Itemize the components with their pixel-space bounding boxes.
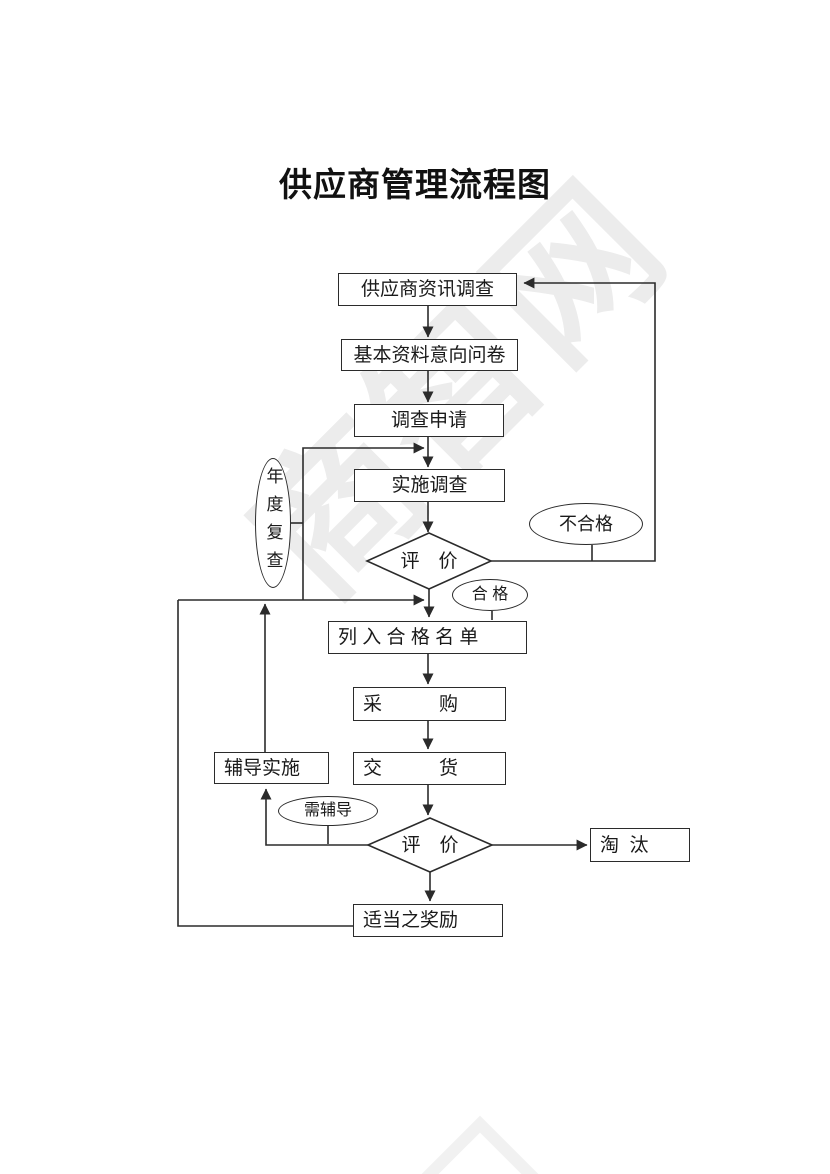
node-survey-implementation: 实施调查 <box>354 469 505 502</box>
node-survey-application: 调查申请 <box>354 404 504 437</box>
edge-eval2-to-guidance <box>260 788 368 846</box>
edge-reward-loop <box>177 600 353 927</box>
ellipse-qualified: 合 格 <box>452 579 528 611</box>
page-title: 供应商管理流程图 <box>279 166 551 203</box>
diamond-evaluation-1-shape <box>365 532 493 590</box>
node-purchase: 采 购 <box>353 687 506 721</box>
ellipse-unqualified: 不合格 <box>529 503 643 545</box>
diamond-evaluation-1-label: 评 价 <box>400 550 458 572</box>
diamond-evaluation-2-shape <box>365 817 495 873</box>
diamond-evaluation-2-label: 评 价 <box>401 834 459 856</box>
node-supplier-info-survey: 供应商资讯调查 <box>338 273 517 306</box>
annual-review-label: 年度复查 <box>263 467 283 579</box>
ellipse-annual-review: 年度复查 <box>255 458 291 588</box>
node-delivery: 交 货 <box>353 752 506 785</box>
edge-unqualified-loop <box>491 277 656 562</box>
node-guidance-implementation: 辅导实施 <box>214 752 329 784</box>
node-qualified-list: 列 入 合 格 名 单 <box>328 621 527 654</box>
node-eliminate: 淘 汰 <box>590 828 690 862</box>
node-appropriate-reward: 适当之奖励 <box>353 904 503 937</box>
node-basic-questionnaire: 基本资料意向问卷 <box>341 339 518 371</box>
ellipse-need-guidance: 需辅导 <box>278 796 378 826</box>
edge-annual-review-loop <box>302 442 425 600</box>
